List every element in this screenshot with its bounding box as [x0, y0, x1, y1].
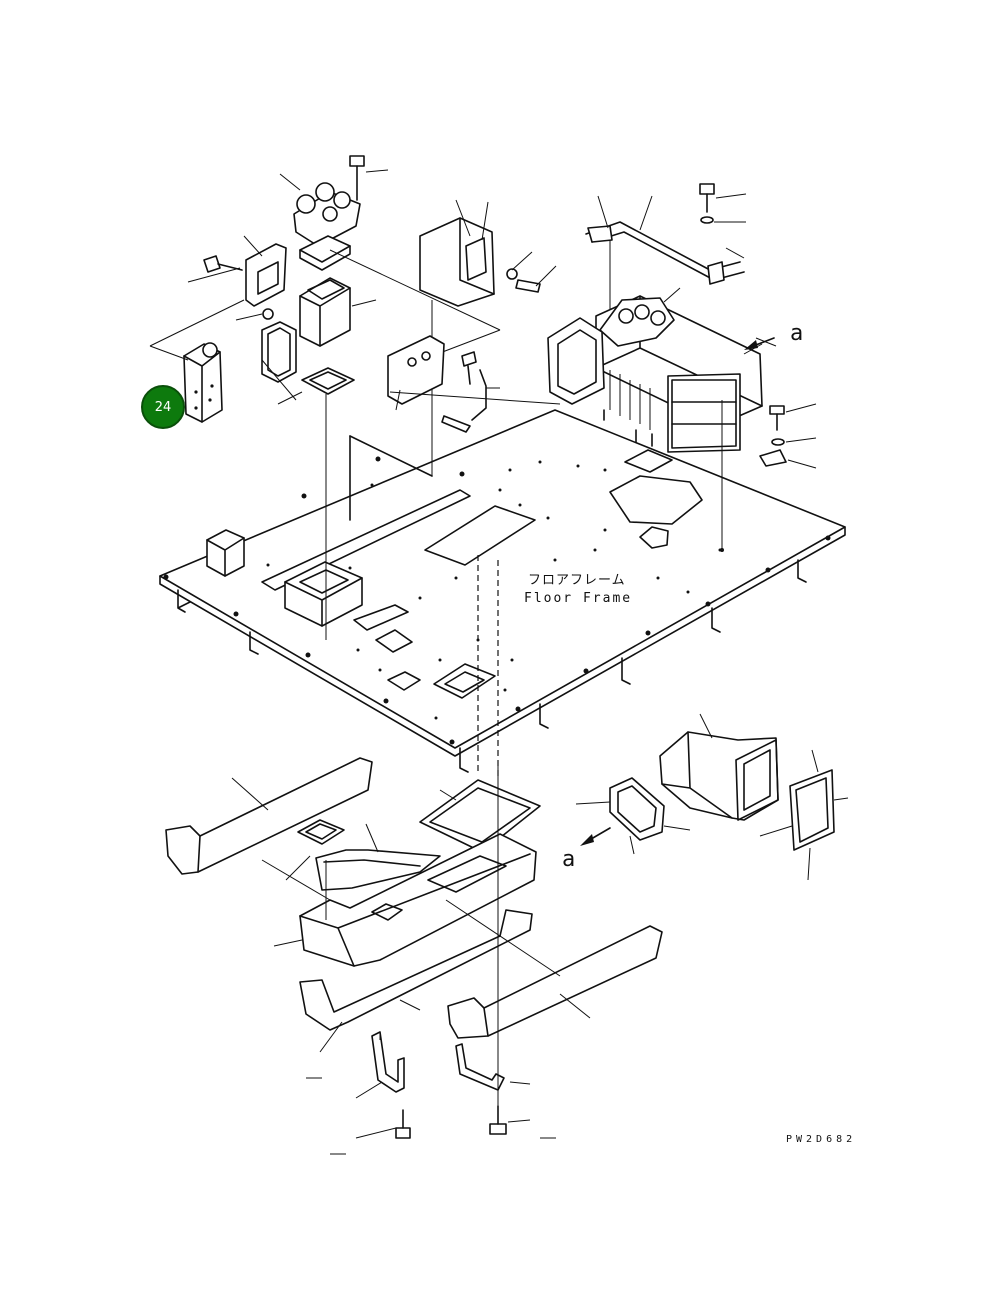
floor-frame-plate	[159, 409, 846, 780]
floor-frame-label-en: Floor Frame	[524, 591, 632, 606]
right-elbow-duct	[575, 713, 849, 881]
upper-left-assembly	[149, 155, 501, 640]
lower-duct-assembly	[165, 757, 663, 1155]
center-bracket	[387, 199, 557, 433]
view-marker-a-bottom: a	[562, 847, 575, 872]
view-arrow-a-bottom	[580, 827, 611, 846]
drawing-code: PW2D682	[786, 1134, 856, 1145]
floor-frame-label-jp: フロアフレーム	[528, 573, 626, 588]
ac-unit-assembly	[389, 183, 817, 552]
callout-badge-label: 24	[154, 399, 172, 415]
callout-badge-24[interactable]: 24	[141, 385, 185, 429]
view-marker-a-top: a	[790, 321, 803, 346]
view-arrow-a-top	[744, 337, 775, 350]
